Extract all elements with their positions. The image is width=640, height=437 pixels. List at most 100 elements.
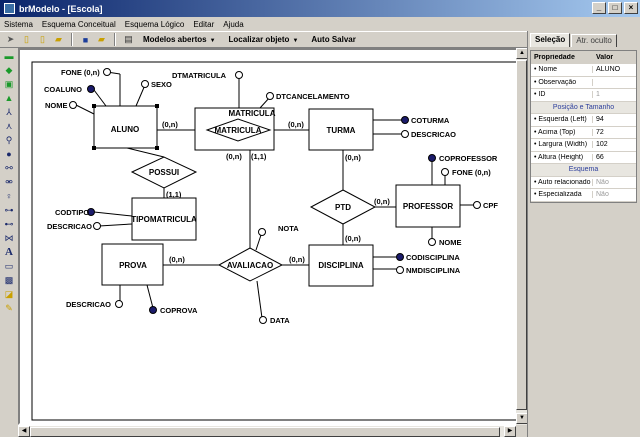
link-tool-icon[interactable]: ⊶: [4, 204, 14, 215]
property-value-auto-relacionado: Não: [596, 178, 609, 186]
multivalued-attribute-tool-icon[interactable]: ⚮: [5, 176, 13, 187]
maximize-button[interactable]: □: [608, 2, 622, 14]
property-row-nome[interactable]: • Nome ALUNO: [531, 64, 636, 77]
cardinality-matricula-down: (0,n): [226, 152, 242, 161]
relationship-tool-icon[interactable]: ◆: [5, 64, 13, 75]
attribute-dtcancelamento[interactable]: [266, 92, 274, 100]
models-open-dropdown[interactable]: Modelos abertos▼: [138, 35, 221, 44]
attribute-data[interactable]: [259, 316, 267, 324]
attribute-coaluno[interactable]: [87, 85, 95, 93]
attribute-nmdisciplina[interactable]: [396, 266, 404, 274]
entity-tipomatricula[interactable]: [131, 197, 197, 241]
attribute-nome-aluno[interactable]: [69, 101, 77, 109]
entity-turma[interactable]: [308, 108, 374, 151]
folder-icon[interactable]: ▰: [98, 34, 105, 44]
property-value-top[interactable]: 72: [596, 128, 604, 136]
property-row-height[interactable]: • Altura (Height) 66: [531, 152, 636, 164]
pointer-icon[interactable]: ➤: [6, 34, 15, 44]
attribute-fone-prof[interactable]: [441, 168, 449, 176]
attribute-nota[interactable]: [258, 228, 266, 236]
attribute-codisciplina[interactable]: [396, 253, 404, 261]
horizontal-scrollbar[interactable]: ◀ ▶: [18, 425, 516, 437]
header-prop: Propriedade: [531, 53, 593, 61]
scroll-right-icon[interactable]: ▶: [504, 426, 516, 437]
attribute-nome-prof[interactable]: [428, 238, 436, 246]
scroll-left-icon[interactable]: ◀: [18, 426, 30, 437]
diagram-canvas[interactable]: ALUNO MATRICULA TURMA PROFESSOR TIPOMATR…: [18, 48, 527, 425]
spec-exclusive-tool-icon[interactable]: ⅄: [6, 106, 12, 117]
relationship-avaliacao[interactable]: [217, 247, 284, 282]
specialization-tool-icon[interactable]: ▲: [4, 93, 14, 103]
cardinality-tool-icon[interactable]: ⋈: [4, 232, 14, 243]
open-folder-icon[interactable]: ▰: [55, 34, 62, 44]
new-file-icon[interactable]: ▯: [24, 34, 29, 44]
menu-ajuda[interactable]: Ajuda: [223, 19, 244, 29]
entity-label-aluno: ALUNO: [111, 125, 139, 134]
property-row-observacao[interactable]: • Observação: [531, 77, 636, 89]
note-tool-icon[interactable]: ▭: [4, 260, 14, 271]
attribute-sexo[interactable]: [141, 80, 149, 88]
menu-editar[interactable]: Editar: [193, 19, 215, 29]
relationship-matricula[interactable]: [205, 118, 272, 142]
attribute-descricao-tipo[interactable]: [93, 222, 101, 230]
relationship-label-matricula: MATRICULA: [215, 126, 262, 135]
optional-attribute-tool-icon[interactable]: ♀: [5, 191, 13, 201]
text-tool-icon[interactable]: A: [5, 246, 13, 258]
associative-entity-tool-icon[interactable]: ▣: [4, 78, 14, 89]
property-row-left[interactable]: • Esquerda (Left) 94: [531, 114, 636, 127]
attr-label-fone-aluno: FONE (0,n): [61, 68, 100, 77]
attr-label-descricao-tipo: DESCRICAO: [47, 222, 92, 231]
vertical-scroll-thumb[interactable]: [516, 60, 527, 410]
horizontal-scroll-thumb[interactable]: [30, 427, 500, 437]
menu-sistema[interactable]: Sistema: [4, 19, 33, 29]
entity-disciplina[interactable]: [308, 244, 374, 287]
models-open-label: Modelos abertos: [143, 35, 207, 44]
pencil-tool-icon[interactable]: ✎: [5, 302, 13, 313]
key-attribute-tool-icon[interactable]: ●: [6, 149, 12, 159]
entity-tool-icon[interactable]: ▬: [4, 51, 14, 61]
autosave-button[interactable]: Auto Salvar: [311, 35, 356, 44]
attribute-coturma[interactable]: [401, 116, 409, 124]
attribute-codtipo[interactable]: [87, 208, 95, 216]
entity-prova[interactable]: [101, 243, 164, 286]
property-value-height[interactable]: 66: [596, 153, 604, 161]
entity-aluno[interactable]: [93, 105, 158, 149]
self-relation-tool-icon[interactable]: ⊷: [4, 218, 14, 229]
property-row-width[interactable]: • Largura (Width) 102: [531, 139, 636, 152]
close-button[interactable]: ×: [624, 2, 638, 14]
eraser-tool-icon[interactable]: ◪: [4, 288, 14, 299]
vertical-scrollbar[interactable]: ▲ ▼: [516, 48, 528, 425]
property-value-left[interactable]: 94: [596, 116, 604, 124]
locate-object-dropdown[interactable]: Localizar objeto▼: [224, 35, 304, 44]
menu-esquema-logico[interactable]: Esquema Lógico: [124, 19, 185, 29]
composite-attribute-tool-icon[interactable]: ⚯: [5, 162, 13, 173]
relationship-possui[interactable]: [130, 156, 198, 189]
minimize-button[interactable]: _: [592, 2, 606, 14]
cardinality-possui-11: (1,1): [166, 190, 182, 199]
attribute-descricao-turma[interactable]: [401, 130, 409, 138]
attribute-tool-icon[interactable]: ⚲: [5, 134, 13, 145]
property-value-nome[interactable]: ALUNO: [596, 66, 621, 74]
attribute-coprofessor[interactable]: [428, 154, 436, 162]
attribute-coprova[interactable]: [149, 306, 157, 314]
property-value-id: 1: [596, 91, 600, 99]
attribute-descricao-prova[interactable]: [115, 300, 123, 308]
image-tool-icon[interactable]: ▩: [4, 274, 14, 285]
new-model-icon[interactable]: ▯: [40, 34, 45, 44]
attribute-fone-aluno[interactable]: [103, 68, 111, 76]
tab-selecao[interactable]: Seleção: [530, 33, 571, 47]
tab-atr-oculto[interactable]: Atr. oculto: [571, 34, 617, 47]
chevron-down-icon: ▼: [292, 38, 299, 44]
menu-esquema-conceitual[interactable]: Esquema Conceitual: [41, 19, 116, 29]
attribute-cpf[interactable]: [473, 201, 481, 209]
save-icon[interactable]: ■: [82, 34, 89, 45]
property-value-width[interactable]: 102: [596, 141, 608, 149]
spec-shared-tool-icon[interactable]: ⋏: [5, 120, 13, 131]
attribute-dtmatricula[interactable]: [235, 71, 243, 79]
property-row-top[interactable]: • Acima (Top) 72: [531, 127, 636, 139]
selection-handles[interactable]: [92, 104, 159, 150]
menu-bar: Sistema Esquema Conceitual Esquema Lógic…: [0, 17, 640, 31]
entity-professor[interactable]: [395, 184, 461, 228]
print-icon[interactable]: ▤: [124, 34, 133, 44]
relationship-ptd[interactable]: [309, 189, 377, 225]
